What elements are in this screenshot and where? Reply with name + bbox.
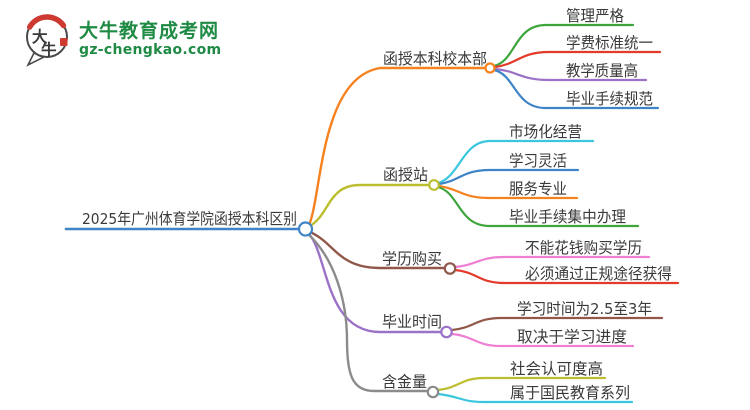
leaf-curve: [436, 139, 595, 185]
branch-label: 毕业时间: [382, 313, 442, 331]
branch-node-1: 函授本科校本部 管理严格 学费标准统一 教学质量高 毕业手续规范: [307, 7, 662, 227]
leaf-label: 不能花钱购买学历: [525, 239, 642, 257]
logo-char-da: 大: [32, 27, 48, 46]
branch-label: 函授本科校本部: [383, 50, 487, 68]
branch-4-junction: [440, 325, 453, 339]
branch-2-junction: [428, 179, 440, 191]
leaf-label: 管理严格: [566, 7, 624, 25]
leaf-label: 取决于学习进度: [517, 328, 627, 346]
leaf-curve: [436, 376, 607, 392]
branch-label: 函授站: [383, 166, 428, 184]
leaf-curve: [453, 255, 651, 269]
branch-1-curve: [307, 66, 488, 227]
branch-label: 含金量: [382, 373, 427, 391]
leaf-label: 服务专业: [509, 180, 567, 198]
leaf-label: 教学质量高: [566, 62, 638, 80]
leaf-curve: [437, 184, 579, 200]
branch-node-2: 函授站 市场化经营 学习灵活 服务专业 毕业手续集中办理: [308, 123, 640, 228]
leaf-curve: [493, 67, 648, 82]
root-node: 2025年广州体育学院函授本科区别: [64, 209, 314, 237]
leaf-curve: [450, 332, 635, 348]
leaf-curve: [453, 268, 680, 285]
root-label: 2025年广州体育学院函授本科区别: [82, 209, 297, 228]
branch-5-curve: [306, 232, 429, 393]
branch-node-3: 学历购买 不能花钱购买学历 必须通过正规途径获得: [308, 230, 680, 285]
leaf-curve: [437, 168, 580, 186]
leaf-label: 毕业手续集中办理: [509, 208, 626, 226]
branch-1-junction: [484, 62, 496, 74]
site-logo: 大 牛 大牛教育成考网 gz-chengkao.com: [20, 12, 221, 68]
leaf-curve: [492, 68, 660, 110]
leaf-label: 社会认可度高: [510, 360, 603, 378]
leaf-label: 学习灵活: [509, 152, 567, 170]
leaf-curve: [436, 185, 640, 228]
root-junction: [297, 221, 314, 237]
leaf-label: 市场化经营: [509, 123, 582, 141]
leaf-curve: [450, 316, 664, 332]
logo-text: 大牛教育成考网 gz-chengkao.com: [79, 20, 222, 59]
leaf-curve: [492, 23, 635, 68]
branch-node-4: 毕业时间 学习时间为2.5至3年 取决于学习进度: [307, 232, 664, 348]
logo-seal: [60, 38, 68, 46]
site-name: 大牛教育成考网: [79, 20, 220, 43]
logo-char-niu: 牛: [41, 40, 57, 59]
leaf-label: 毕业手续规范: [566, 90, 653, 108]
logo-red-arc: [26, 14, 67, 30]
leaf-label: 学习时间为2.5至3年: [517, 300, 652, 318]
leaf-label: 必须通过正规途径获得: [525, 265, 672, 283]
branch-5-junction: [426, 385, 440, 399]
branch-3-junction: [443, 262, 457, 275]
leaf-curve: [436, 392, 634, 404]
leaf-curve: [493, 50, 662, 69]
leaf-label: 学费标准统一: [566, 34, 653, 52]
branch-4-curve: [307, 232, 443, 334]
site-url: gz-chengkao.com: [79, 42, 222, 59]
daniu-logo-icon: 大 牛: [26, 14, 68, 67]
branch-3-curve: [308, 230, 447, 270]
leaf-label: 属于国民教育系列: [510, 384, 630, 402]
branch-node-5: 含金量 社会认可度高 属于国民教育系列: [306, 232, 634, 404]
branch-label: 学历购买: [382, 250, 442, 268]
branch-2-curve: [308, 183, 431, 228]
